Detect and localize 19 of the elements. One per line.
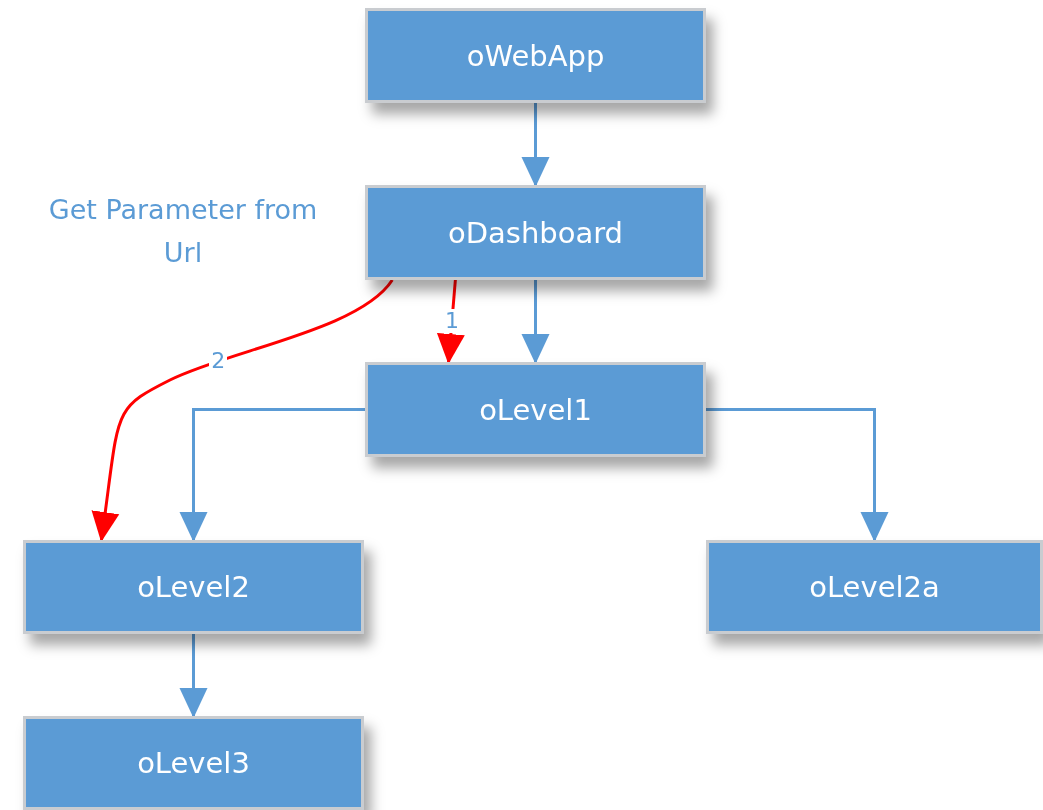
process-box [365,8,706,103]
note-text: Get Parameter from Url [48,193,318,270]
node-label: oDashboard [447,215,624,250]
process-box [23,540,364,634]
arrow [179,634,208,718]
process-box [706,540,1043,634]
node-label: oLevel2a [809,570,940,604]
node-label: oWebApp [466,38,605,73]
node-label: oLevel1 [479,392,592,427]
node-label: oLevel2 [137,570,250,604]
node-label: oLevel3 [137,746,250,780]
arrow [706,408,889,542]
process-box [365,362,706,457]
arrow [521,280,550,364]
process-box [365,185,706,280]
arrow [521,103,550,187]
arrow [179,408,365,542]
arrow [91,279,394,542]
process-box [23,716,364,810]
